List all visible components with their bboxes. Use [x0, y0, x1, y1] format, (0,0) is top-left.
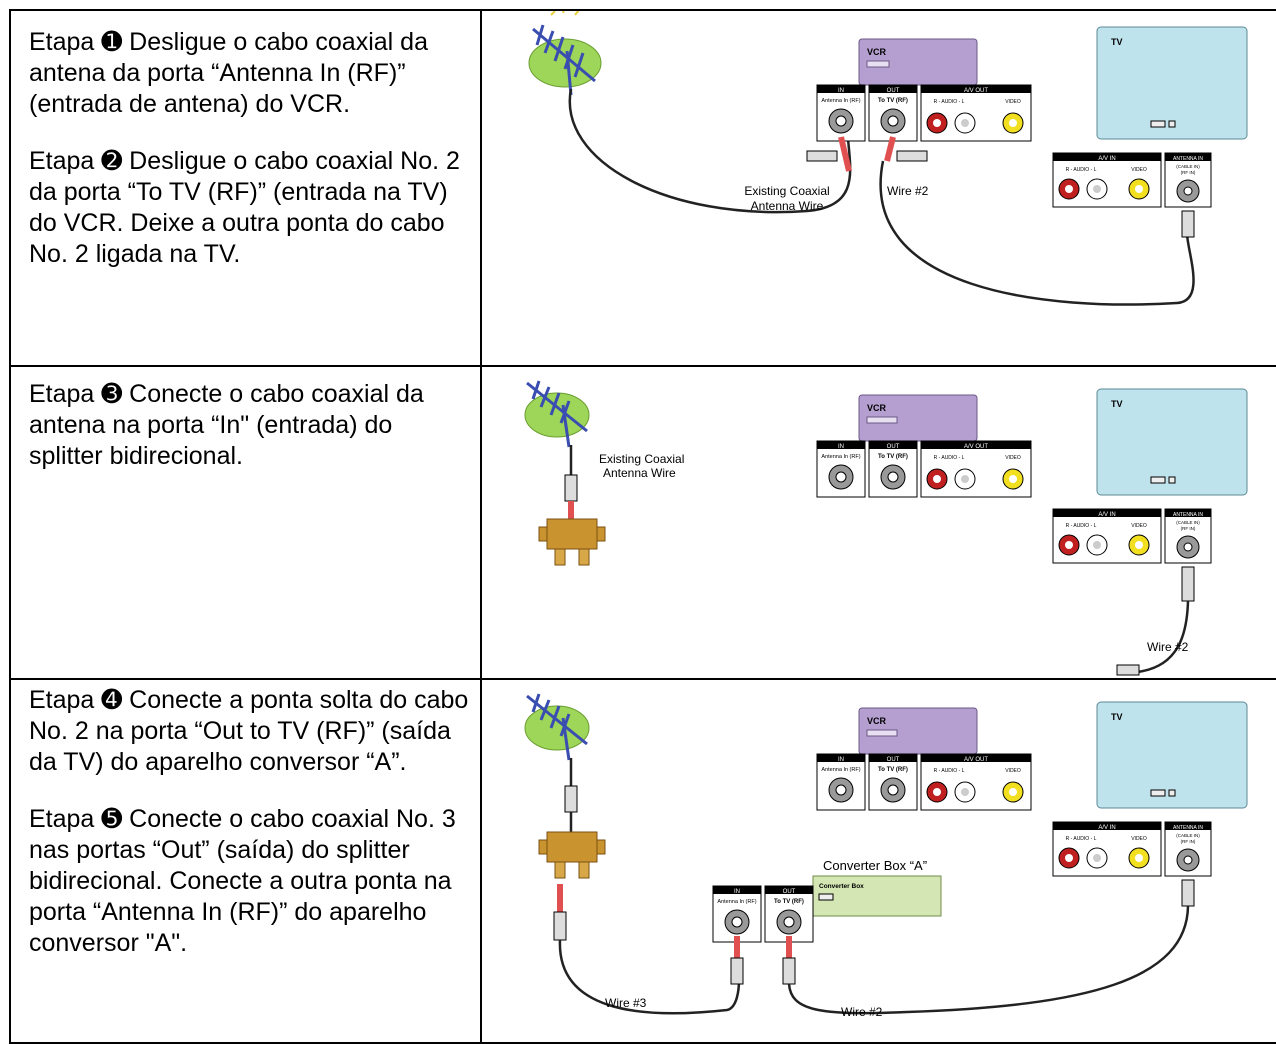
converter-box-device: Converter Box “A” Converter Box IN Anten… [712, 858, 942, 943]
svg-text:To TV (RF): To TV (RF) [878, 454, 908, 460]
svg-text:(RF IN): (RF IN) [1181, 170, 1196, 175]
diagram-row-3: Wire #3 VCR IN Antenna In (RF) OUT To TV… [487, 680, 1276, 1044]
tv-label: TV [1111, 37, 1123, 47]
svg-text:R - AUDIO - L: R - AUDIO - L [934, 99, 965, 105]
vcr-label: VCR [867, 47, 887, 57]
svg-text:ANTENNA IN: ANTENNA IN [1173, 156, 1203, 162]
svg-text:TV: TV [1111, 712, 1123, 722]
step-2-text: Etapa ➋ Desligue o cabo coaxial No. 2 da… [29, 147, 460, 268]
wire-2-label: Wire #2 [841, 1005, 883, 1019]
svg-text:R - AUDIO - L: R - AUDIO - L [934, 455, 965, 461]
svg-text:IN: IN [838, 444, 844, 450]
tv-device: TV A/V IN R - AUDIO - L VIDEO ANTENNA [1052, 26, 1248, 238]
column-divider [480, 9, 482, 1044]
svg-text:Antenna In (RF): Antenna In (RF) [821, 767, 860, 773]
step-3-text: Etapa ➌ Conecte o cabo coaxial da antena… [29, 380, 424, 470]
wire-2-label: Wire #2 [1147, 640, 1189, 654]
vcr-device: VCR IN Antenna In (RF) OUT To TV (RF) [816, 38, 1032, 142]
svg-text:VCR: VCR [867, 716, 887, 726]
svg-text:(CABLE IN): (CABLE IN) [1176, 164, 1200, 169]
table-border-top [9, 9, 1276, 11]
table-border-bottom [9, 1042, 1276, 1044]
svg-text:ANTENNA IN: ANTENNA IN [1173, 825, 1203, 831]
converter-box-a-label: Converter Box “A” [823, 858, 927, 873]
svg-text:A/V IN: A/V IN [1098, 512, 1115, 518]
svg-text:VIDEO: VIDEO [1005, 768, 1021, 774]
row-divider-1 [9, 365, 1276, 367]
svg-text:IN: IN [838, 757, 844, 763]
svg-text:(RF IN): (RF IN) [1181, 839, 1196, 844]
svg-text:Antenna In (RF): Antenna In (RF) [717, 899, 756, 905]
svg-text:A/V OUT: A/V OUT [964, 757, 988, 763]
svg-text:VIDEO: VIDEO [1131, 523, 1147, 529]
svg-text:R - AUDIO - L: R - AUDIO - L [1066, 167, 1097, 173]
splitter-device [538, 831, 606, 879]
diagram-row-2: Existing Coaxial Antenna Wire VCR IN Ant… [487, 367, 1276, 676]
existing-wire-label-2: Antenna Wire [751, 199, 824, 213]
tv-antenna-in-port: ANTENNA IN (CABLE IN) (RF IN) [1164, 152, 1212, 208]
antenna-icon [524, 693, 590, 761]
tv-device: TV A/V IN R - AUDIO - L VIDEO ANTENNA IN… [1052, 388, 1248, 602]
step-text-row-1: Etapa ➊ Desligue o cabo coaxial da anten… [29, 27, 469, 296]
svg-text:(CABLE IN): (CABLE IN) [1176, 520, 1200, 525]
svg-text:A/V OUT: A/V OUT [964, 444, 988, 450]
svg-text:R - AUDIO - L: R - AUDIO - L [934, 768, 965, 774]
svg-text:Antenna In (RF): Antenna In (RF) [821, 454, 860, 460]
svg-text:TV: TV [1111, 399, 1123, 409]
wire-3-label: Wire #3 [605, 996, 647, 1010]
svg-text:To TV (RF): To TV (RF) [878, 767, 908, 773]
svg-text:VIDEO: VIDEO [1131, 836, 1147, 842]
svg-text:(RF IN): (RF IN) [1181, 526, 1196, 531]
step-text-row-2: Etapa ➌ Conecte o cabo coaxial da antena… [29, 379, 469, 498]
svg-text:To TV (RF): To TV (RF) [774, 899, 804, 905]
svg-text:IN: IN [838, 88, 844, 94]
vcr-device: VCR IN Antenna In (RF) OUT To TV (RF) A/… [816, 394, 1032, 498]
antenna-icon [524, 380, 590, 448]
existing-wire-label-1: Existing Coaxial [744, 184, 829, 198]
svg-text:OUT: OUT [783, 889, 796, 895]
step-5-text: Etapa ➎ Conecte o cabo coaxial No. 3 nas… [29, 805, 456, 957]
vcr-out-port: OUT To TV (RF) [868, 84, 918, 142]
instruction-table: Etapa ➊ Desligue o cabo coaxial da anten… [9, 9, 1276, 1044]
svg-text:A/V OUT: A/V OUT [964, 88, 988, 94]
svg-text:ANTENNA IN: ANTENNA IN [1173, 512, 1203, 518]
antenna-icon [528, 11, 602, 96]
tv-device: TV A/V IN R - AUDIO - L VIDEO ANTENNA IN… [1052, 701, 1248, 907]
table-border-left [9, 9, 11, 1044]
vcr-device: VCR IN Antenna In (RF) OUT To TV (RF) A/… [816, 707, 1032, 811]
svg-text:VIDEO: VIDEO [1005, 99, 1021, 105]
diagram-row-1: VCR IN Antenna In (RF) OUT To TV (RF) [487, 11, 1276, 363]
svg-text:VIDEO: VIDEO [1005, 455, 1021, 461]
svg-text:R - AUDIO - L: R - AUDIO - L [1066, 523, 1097, 529]
svg-text:A/V IN: A/V IN [1098, 825, 1115, 831]
step-text-row-3: Etapa ➍ Conecte a ponta solta do cabo No… [29, 685, 469, 985]
vcr-av-out-panel: A/V OUT R - AUDIO - L VIDEO [920, 84, 1032, 142]
svg-text:OUT: OUT [887, 757, 900, 763]
wire-2-label: Wire #2 [887, 184, 929, 198]
vcr-in-port: IN Antenna In (RF) [816, 84, 866, 142]
svg-text:IN: IN [734, 889, 740, 895]
step-1-text: Etapa ➊ Desligue o cabo coaxial da anten… [29, 28, 428, 118]
step-4-text: Etapa ➍ Conecte a ponta solta do cabo No… [29, 686, 469, 776]
svg-text:OUT: OUT [887, 444, 900, 450]
svg-text:OUT: OUT [887, 88, 900, 94]
splitter-device [538, 518, 606, 566]
tv-av-in-panel: A/V IN R - AUDIO - L VIDEO [1052, 152, 1162, 208]
svg-text:To TV (RF): To TV (RF) [878, 98, 908, 104]
existing-wire-label-2: Antenna Wire [603, 466, 676, 480]
svg-text:VCR: VCR [867, 403, 887, 413]
svg-text:Converter Box: Converter Box [819, 883, 864, 890]
svg-text:A/V IN: A/V IN [1098, 156, 1115, 162]
svg-text:Antenna In (RF): Antenna In (RF) [821, 98, 860, 104]
svg-text:VIDEO: VIDEO [1131, 167, 1147, 173]
existing-wire-label-1: Existing Coaxial [599, 452, 684, 466]
row-divider-2 [9, 678, 1276, 680]
svg-text:R - AUDIO - L: R - AUDIO - L [1066, 836, 1097, 842]
svg-text:(CABLE IN): (CABLE IN) [1176, 833, 1200, 838]
